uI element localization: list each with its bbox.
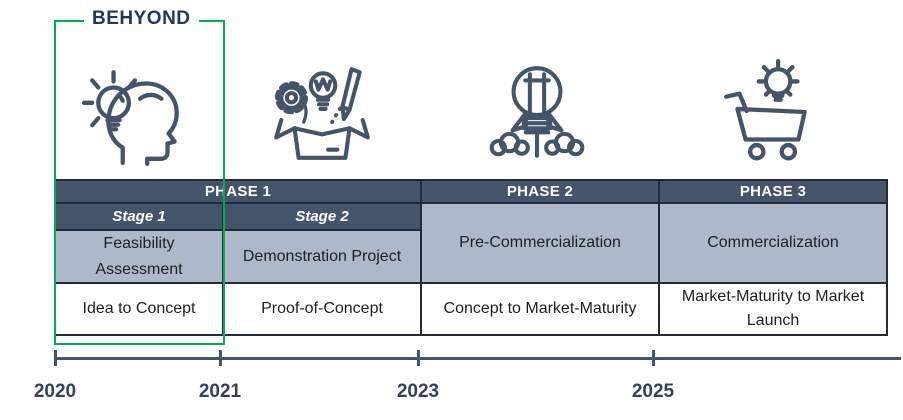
phase-header-cell: PHASE 2 [420, 179, 661, 204]
project-title: BEHYOND [84, 8, 199, 30]
prototype-box-icon [265, 56, 377, 170]
stage-header-cell: Stage 1 [54, 202, 224, 231]
table-row: Idea to Concept Proof-of-Concept Concept… [54, 282, 889, 337]
table-row: PHASE 1 PHASE 2 PHASE 3 [53, 179, 889, 204]
activity-cell: Feasibility Assessment [54, 228, 224, 285]
idea-head-icon [81, 56, 194, 170]
table-row: Feasibility Assessment Demonstration Pro… [54, 228, 887, 285]
rocket-launch-icon [481, 56, 593, 170]
timeline-year-label: 2023 [396, 381, 440, 402]
activity-cell: Commercialization [658, 201, 889, 285]
timeline-tick [652, 350, 655, 366]
outcome-cell: Idea to Concept [54, 282, 224, 337]
activity-cell: Pre-Commercialization [420, 201, 661, 285]
outcome-cell: Market-Maturity to Market Launch [658, 282, 889, 337]
timeline-tick [54, 350, 57, 366]
timeline-year-label: 2020 [33, 381, 77, 402]
phase-header-cell: PHASE 3 [658, 179, 889, 204]
activity-cell: Demonstration Project [221, 228, 423, 285]
timeline-year-label: 2021 [198, 381, 242, 402]
outcome-cell: Proof-of-Concept [221, 282, 423, 337]
phase-header-cell: PHASE 1 [53, 179, 423, 204]
stage-header-cell: Stage 2 [221, 202, 423, 231]
timeline-tick [219, 350, 222, 366]
phases-table: PHASE 1 PHASE 2 PHASE 3 Stage 1 Stage 2 … [53, 179, 889, 337]
timeline-tick [417, 350, 420, 366]
shopping-cart-icon [714, 56, 826, 170]
timeline-axis [54, 357, 901, 360]
table-row: Stage 1 Stage 2 Pre-Commercialization Co… [54, 201, 889, 285]
outcome-cell: Concept to Market-Maturity [420, 282, 661, 337]
timeline-year-label: 2025 [631, 381, 675, 402]
